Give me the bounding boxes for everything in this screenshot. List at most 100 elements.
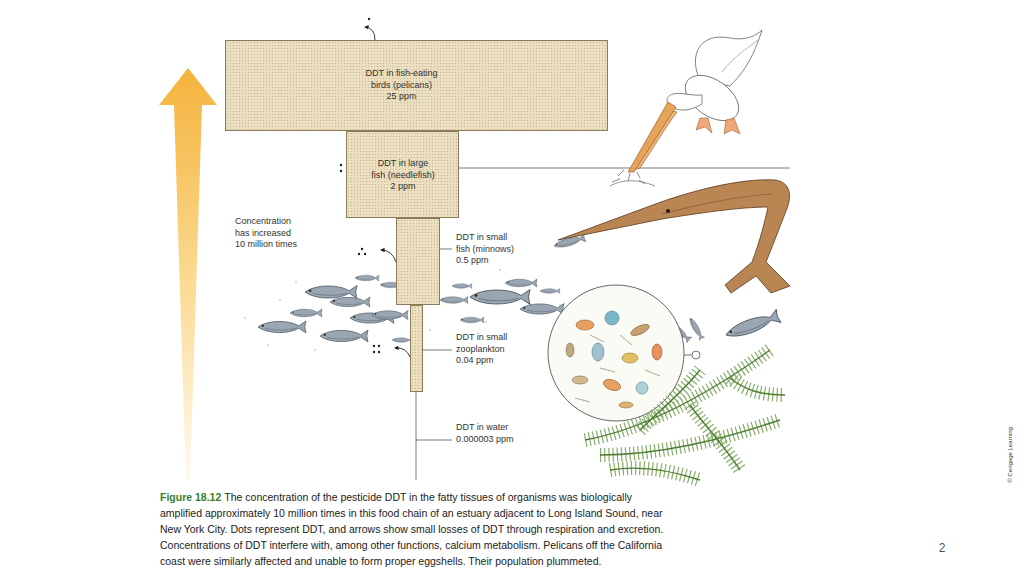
level-label: DDT in fish-eating birds (pelicans) <box>364 68 439 91</box>
minnow-school <box>540 289 560 294</box>
plankton-magnified-view <box>652 344 662 360</box>
copyright-note: © Cengage Learning <box>1007 425 1015 485</box>
figure-caption-block: Figure 18.12The concentration of the pes… <box>160 489 665 569</box>
ddt-dot <box>358 253 360 255</box>
needlefish <box>553 180 790 293</box>
plankton-magnified-view <box>548 285 684 421</box>
seaweed <box>610 468 700 480</box>
ddt-dot <box>340 164 342 166</box>
seaweed <box>585 350 785 480</box>
box-text-group: DDT in small fish (minnows)0.5 ppm <box>456 232 518 267</box>
water-surface-line <box>459 168 790 169</box>
plankton-magnified-view <box>602 377 622 393</box>
plankton-magnified-view <box>636 382 648 394</box>
seaweed <box>585 350 785 480</box>
ddt-loss-arrow <box>381 250 396 262</box>
pelican <box>696 118 712 133</box>
plankton-magnified-view <box>622 353 638 363</box>
ddt-loss-arrow <box>395 348 410 357</box>
minnow-school <box>258 321 306 333</box>
page-number: 2 <box>930 541 954 556</box>
seaweed <box>640 370 700 430</box>
ddt-dot <box>378 345 380 347</box>
ddt-loss-arrow <box>365 27 375 40</box>
pelican <box>628 102 676 172</box>
minnow-school <box>258 275 781 343</box>
ddt-dot <box>340 170 342 172</box>
plankton-magnified-view <box>605 311 619 325</box>
speckle <box>429 329 430 330</box>
seaweed <box>690 405 740 470</box>
leader-line <box>440 249 452 250</box>
minnow-school <box>355 275 379 281</box>
speckle <box>279 299 280 300</box>
plankton-magnified-view <box>576 320 594 330</box>
water-concentration-label: DDT in water 0.000003 ppm <box>456 422 518 445</box>
minnow-school <box>724 309 781 341</box>
leader-line <box>416 440 452 441</box>
minnow-school <box>392 338 412 343</box>
seaweed <box>585 350 785 480</box>
seaweed <box>730 378 785 395</box>
seaweed <box>690 405 740 470</box>
needlefish <box>666 209 670 213</box>
increase-arrow <box>159 68 217 480</box>
minnow-school <box>305 286 357 299</box>
pelican <box>610 181 655 186</box>
speckle <box>559 304 560 305</box>
speckle <box>267 344 268 345</box>
ddt-dot <box>373 351 375 353</box>
plankton-magnified-view <box>684 355 692 356</box>
ddt-dot <box>368 18 370 20</box>
food-chain-level-box: DDT in small fish (minnows)0.5 ppm <box>396 218 440 305</box>
speckle <box>314 349 315 350</box>
box-text-group: DDT in fish-eating birds (pelicans)25 pp… <box>364 68 439 103</box>
needlefish <box>553 234 586 250</box>
seaweed <box>585 350 770 440</box>
speckle <box>499 269 500 270</box>
minnow-school <box>452 284 472 289</box>
minnow-school <box>290 309 322 317</box>
plankton-magnified-view <box>592 343 604 361</box>
level-label: DDT in small fish (minnows) <box>456 232 518 255</box>
minnow-school <box>372 311 408 320</box>
food-chain-level-box: DDT in small zooplankton0.04 ppm <box>410 305 423 392</box>
figure-number: Figure 18.12 <box>160 491 221 503</box>
ddt-dot <box>378 351 380 353</box>
concentration-value: 0.04 ppm <box>456 355 518 367</box>
concentration-value: 0.5 ppm <box>456 255 518 267</box>
ddt-dot <box>364 253 366 255</box>
water-stem <box>416 392 417 480</box>
needlefish <box>558 180 790 293</box>
speckle <box>244 317 245 318</box>
seaweed <box>730 378 785 395</box>
plankton-magnified-view <box>575 335 660 402</box>
concentration-value: 25 ppm <box>364 91 439 103</box>
pelican <box>722 40 758 72</box>
speckle <box>364 337 365 338</box>
amplification-note: Concentration has increased 10 million t… <box>235 216 301 251</box>
plankton-magnified-view <box>619 402 633 408</box>
minnow-school <box>687 317 704 341</box>
pelican <box>724 118 740 134</box>
minnow-school <box>330 297 370 307</box>
plankton-magnified-view <box>566 343 574 357</box>
speckle <box>485 321 486 322</box>
level-label: DDT in small zooplankton <box>456 332 518 355</box>
plankton-magnified-view <box>692 351 700 359</box>
needlefish <box>662 194 772 214</box>
food-chain-level-box: DDT in fish-eating birds (pelicans)25 pp… <box>225 40 608 131</box>
minnow-school <box>440 297 468 304</box>
pelican <box>610 30 762 186</box>
ddt-dot <box>373 345 375 347</box>
concentration-value: 2 ppm <box>370 181 436 193</box>
minnow-school <box>505 279 537 287</box>
seaweed <box>585 350 770 440</box>
figure-caption: The concentration of the pesticide DDT i… <box>160 491 663 567</box>
food-chain-level-box: DDT in large fish (needlefish)2 ppm <box>346 131 459 218</box>
ddt-dot <box>361 248 363 250</box>
level-label: DDT in large fish (needlefish) <box>370 158 436 181</box>
seaweed <box>610 468 700 480</box>
plankton-magnified-view <box>629 322 651 338</box>
